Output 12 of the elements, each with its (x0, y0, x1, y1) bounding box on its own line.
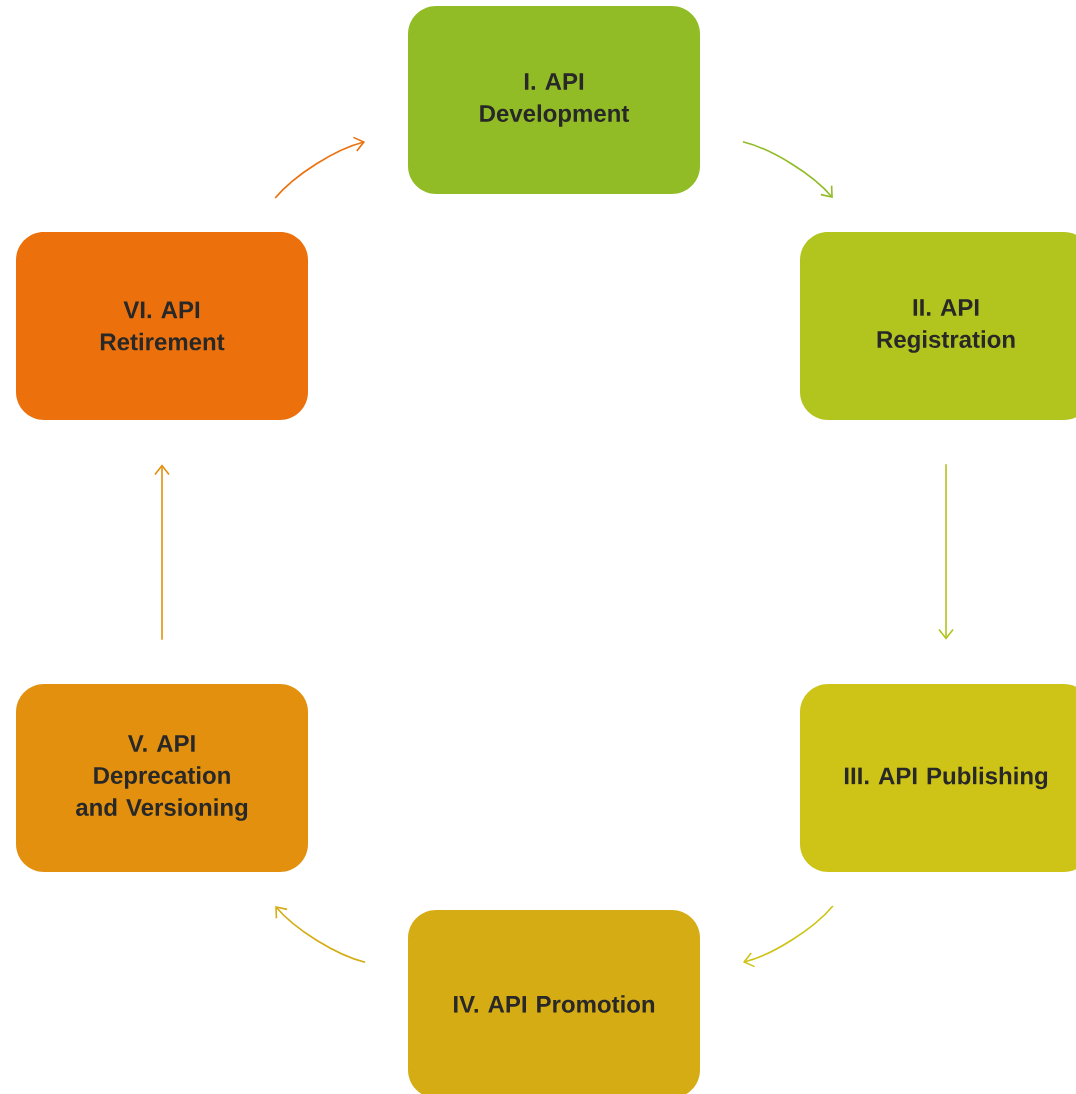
arrow (154, 464, 170, 641)
process-box: I. API Development (408, 6, 700, 194)
arrow (275, 905, 366, 964)
arrow (938, 463, 954, 640)
process-box: III. API Publishing (800, 684, 1076, 872)
process-box: IV. API Promotion (408, 910, 700, 1094)
arrow (742, 905, 834, 968)
process-box: II. API Registration (800, 232, 1076, 420)
arrow (742, 140, 833, 199)
process-box: V. API Deprecation and Versioning (16, 684, 308, 872)
process-box: VI. API Retirement (16, 232, 308, 420)
arrow (274, 136, 366, 199)
